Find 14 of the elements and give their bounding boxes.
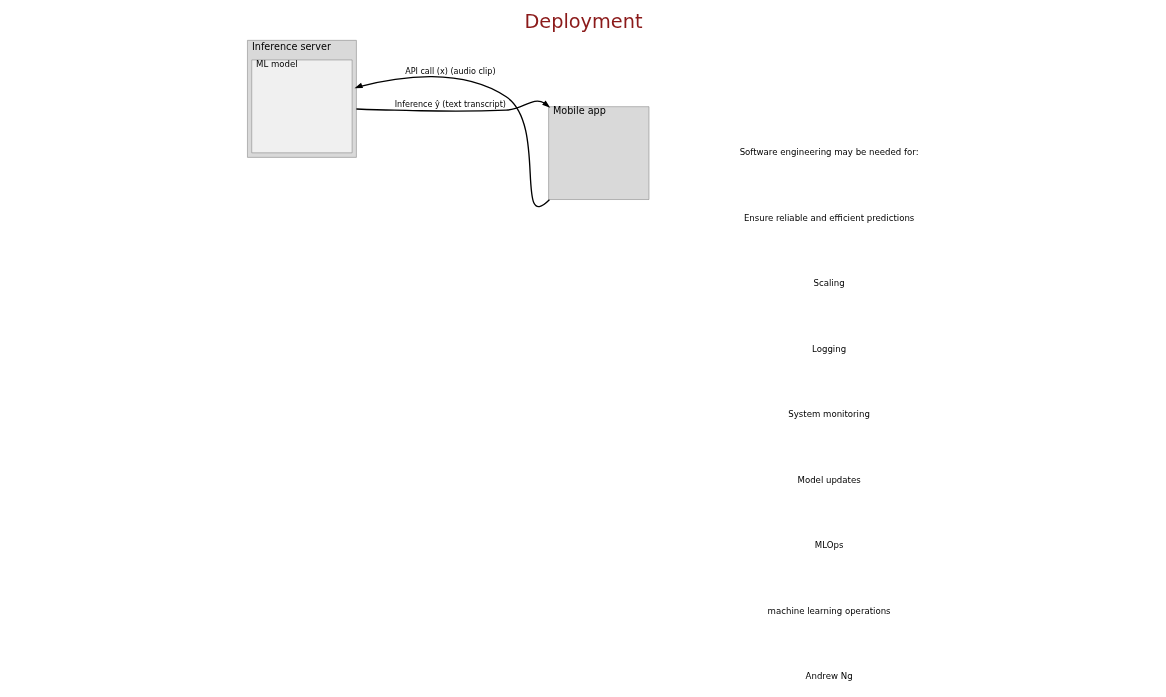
label: Model updates (797, 474, 861, 485)
label: Andrew Ng (805, 671, 853, 682)
label: machine learning operations (767, 605, 891, 616)
node-box: Mobile app (547, 106, 649, 200)
arrow (355, 100, 550, 113)
label: MLOps (814, 540, 843, 551)
label: Scaling (813, 278, 845, 289)
label: System monitoring (787, 409, 870, 420)
label: Logging (811, 343, 846, 354)
label: Ensure reliable and efficient predictions (743, 212, 914, 223)
node-box: ML model (250, 59, 352, 154)
diagram-title: Deployment (523, 9, 643, 33)
arrow (354, 75, 550, 207)
label: Software engineering may be needed for: (739, 147, 919, 158)
